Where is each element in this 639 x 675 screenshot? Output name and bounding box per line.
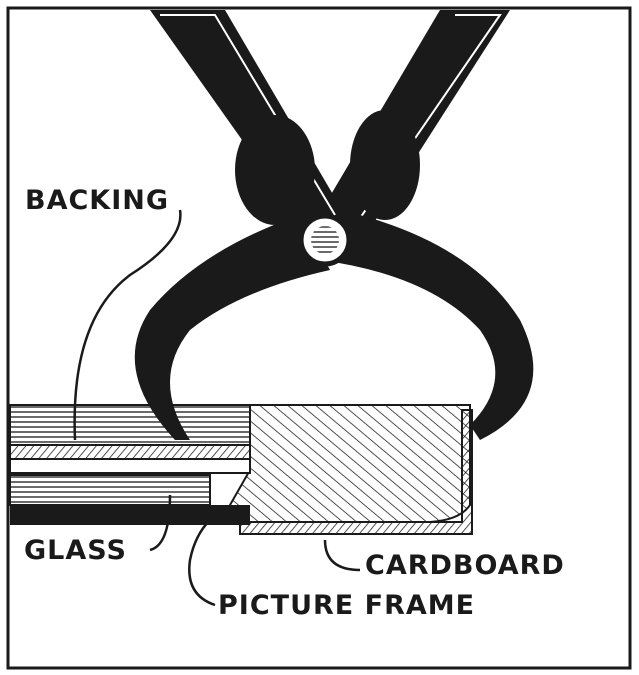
pincers [134, 10, 534, 440]
backing [9, 404, 251, 474]
border [6, 6, 632, 670]
picture-frame [10, 404, 471, 525]
label-backing: BACKING [25, 185, 170, 216]
label-glass: GLASS [24, 535, 127, 566]
label-cardboard: CARDBOARD [365, 550, 565, 581]
glass [9, 474, 211, 506]
leader-lines [73, 209, 361, 607]
cardboard [239, 409, 473, 535]
label-picture-frame: PICTURE FRAME [218, 590, 476, 621]
